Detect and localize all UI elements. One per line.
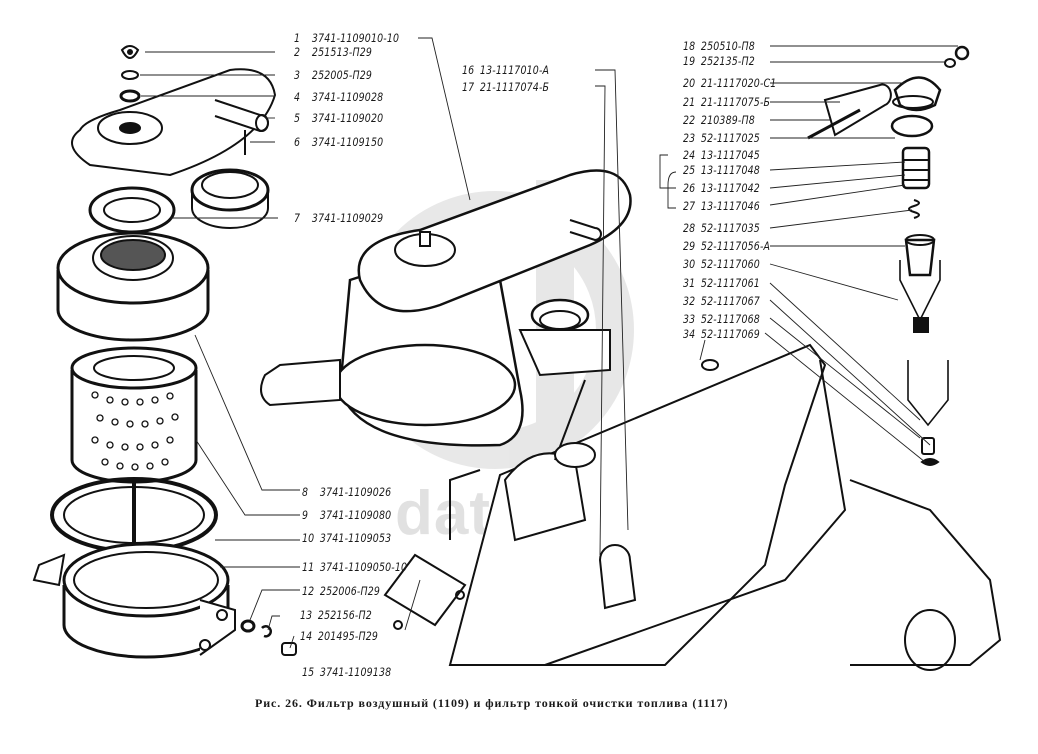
thumb-nut-33-icon (921, 437, 935, 455)
bracket-15-icon (383, 553, 467, 630)
part-label: 34 52-1117069 (683, 327, 760, 341)
part-label: 16 13-1117010-А (462, 63, 550, 77)
part-label: 21 21-1117075-Б (683, 95, 771, 109)
wing-nut-34-icon (920, 458, 940, 466)
part-label: 10 3741-1109053 (302, 531, 392, 545)
part-label: 17 21-1117074-Б (462, 80, 550, 94)
part-label: 12 252006-П29 (302, 584, 381, 598)
sediment-bowl-29-icon (904, 234, 936, 277)
seal-ring-icon (88, 186, 176, 234)
part-label: 22 210389-П8 (683, 113, 755, 127)
part-label: 25 13-1117048 (683, 163, 760, 177)
leader-lines (140, 37, 958, 649)
part-label: 9 3741-1109080 (302, 508, 392, 522)
part-label: 19 252135-П2 (683, 54, 755, 68)
figure-caption: Рис. 26. Фильтр воздушный (1109) и фильт… (255, 696, 729, 710)
part-label: 31 52-1117061 (683, 276, 760, 290)
part-label: 1 3741-1109010-10 (294, 31, 400, 45)
part-label: 13 252156-П2 (300, 608, 372, 622)
part-label: 11 3741-1109050-10 (302, 560, 408, 574)
part-label: 30 52-1117060 (683, 257, 760, 271)
part-label: 15 3741-1109138 (302, 665, 392, 679)
filter-element-24-icon (901, 146, 931, 190)
filter-body-20-icon (892, 76, 942, 112)
assembled-air-filter-icon (260, 169, 632, 447)
part-label: 8 3741-1109026 (302, 485, 392, 499)
bracket-21-icon (807, 83, 892, 140)
part-label: 23 52-1117025 (683, 131, 760, 145)
filter-housing-top-icon (56, 231, 210, 342)
washer-icon (121, 70, 139, 80)
oil-bath-bowl-icon (32, 542, 236, 659)
part-label: 6 3741-1109150 (294, 135, 384, 149)
part-label: 24 13-1117045 (683, 148, 760, 162)
part-label: 2 251513-П29 (294, 45, 373, 59)
spring-28-icon (908, 199, 920, 219)
part-label: 32 52-1117067 (683, 294, 760, 308)
bolt-14-icon (281, 642, 297, 656)
nut-18-icon (954, 45, 970, 61)
filter-element-icon (70, 346, 198, 484)
gasket-23-icon (890, 114, 934, 138)
part-label: 20 21-1117020-С1 (683, 76, 777, 90)
washer-12-icon (240, 619, 256, 633)
part-label: 29 52-1117056-А (683, 239, 771, 253)
spring-washer-13-icon (261, 625, 272, 638)
part-label: 33 52-1117068 (683, 312, 760, 326)
part-label: 14 201495-П29 (300, 629, 379, 643)
filter-cover-icon (71, 68, 277, 177)
washer-19-icon (944, 58, 956, 68)
clamp-screw-31-icon (913, 317, 929, 333)
part-label: 5 3741-1109020 (294, 111, 384, 125)
part-label: 3 252005-П29 (294, 68, 373, 82)
carburetor-adapter-icon (518, 298, 611, 377)
clamp-wire-32-icon (907, 360, 949, 427)
part-label: 28 52-1117035 (683, 221, 760, 235)
engine-block-icon (448, 343, 1002, 671)
part-label: 27 13-1117046 (683, 199, 760, 213)
part-label: 7 3741-1109029 (294, 211, 384, 225)
gasket-ring-icon (190, 168, 270, 229)
lock-washer-icon (119, 89, 141, 103)
part-label: 26 13-1117042 (683, 181, 760, 195)
part-label: 18 250510-П8 (683, 39, 755, 53)
wing-nut-icon (120, 45, 140, 60)
part-label: 4 3741-1109028 (294, 90, 384, 104)
